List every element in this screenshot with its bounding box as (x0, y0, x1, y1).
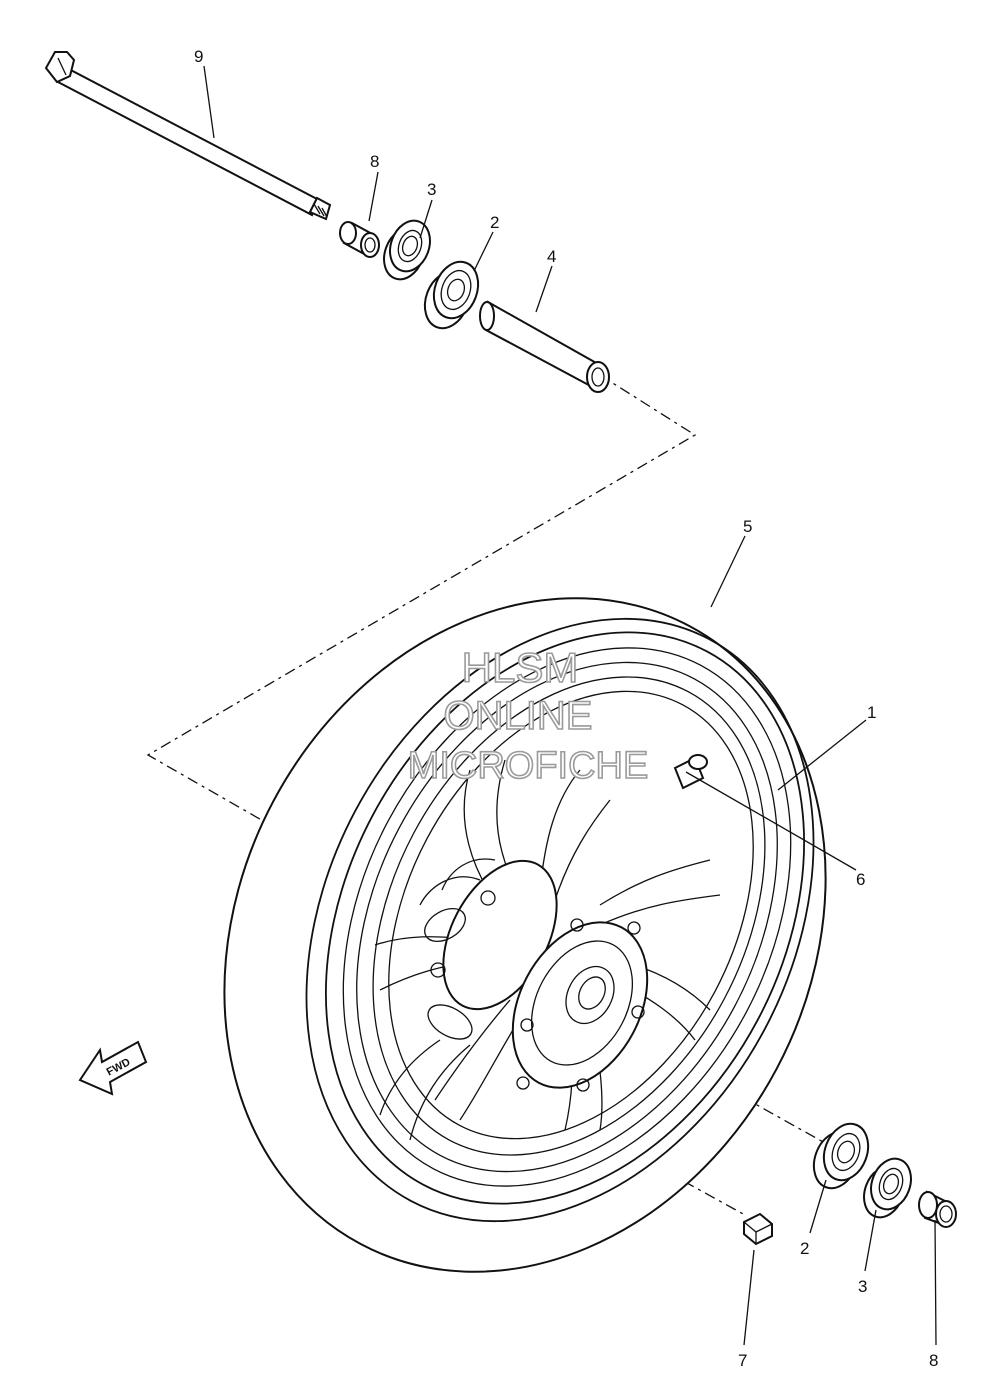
callout-3-bottom: 3 (858, 1277, 867, 1296)
fwd-arrow-icon: FWD (78, 1040, 148, 1096)
part-8-collar-top[interactable] (339, 221, 380, 258)
watermark-line-1: HLSM (462, 644, 579, 691)
callout-4: 4 (547, 247, 556, 266)
callout-2-bottom: 2 (800, 1239, 809, 1258)
wheel-spokes (374, 759, 721, 1141)
watermark-line-2: ONLINE (444, 694, 593, 738)
callout-8-bottom: 8 (929, 1351, 938, 1370)
part-8-collar-bottom[interactable] (918, 1190, 957, 1228)
part-7-balance-weight[interactable] (743, 1212, 773, 1246)
callout-5: 5 (743, 517, 752, 536)
callout-9: 9 (194, 47, 203, 66)
leader-lines (203, 65, 937, 1346)
callout-1: 1 (867, 703, 876, 722)
callout-numbers: 9 8 3 2 4 5 1 6 2 3 7 8 (194, 47, 938, 1370)
callout-2-top: 2 (490, 213, 499, 232)
callout-3-top: 3 (427, 180, 436, 199)
callout-6: 6 (856, 870, 865, 889)
part-2-bearing-top[interactable] (417, 256, 485, 335)
part-9-wheel-axle[interactable] (44, 51, 332, 221)
part-3-oil-seal-top[interactable] (377, 215, 436, 285)
part-2-bearing-bottom[interactable] (806, 1118, 875, 1195)
part-4-spacer-tube[interactable] (479, 300, 610, 393)
wheel-hub (424, 859, 649, 1092)
callout-8-top: 8 (370, 152, 379, 171)
part-1-cast-wheel[interactable] (231, 549, 900, 1287)
watermark: HLSM ONLINE MICROFICHE (407, 643, 649, 788)
part-3-oil-seal-bottom[interactable] (857, 1153, 917, 1223)
callout-7: 7 (738, 1351, 747, 1370)
watermark-line-3: MICROFICHE (408, 745, 649, 787)
